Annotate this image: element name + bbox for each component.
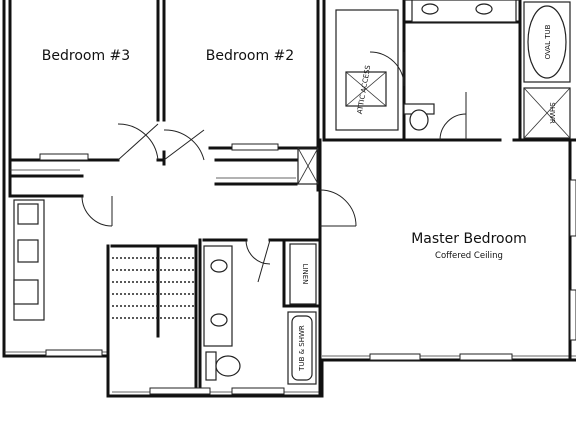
tub-shower-label: TUB & SHWR [298, 325, 306, 372]
master-bedroom-label: Master Bedroom [411, 231, 527, 247]
shower-label: SHWR [548, 102, 556, 124]
laundry-fixtures [13, 199, 45, 321]
master-bedroom-note: Coffered Ceiling [435, 251, 503, 261]
bedroom-3-label: Bedroom #3 [42, 48, 130, 64]
stair-treads [112, 257, 196, 319]
walls [2, 0, 576, 398]
hall-bath-fixtures [203, 243, 317, 385]
closet-rods [10, 147, 319, 185]
oval-tub-label: OVAL TUB [544, 24, 552, 59]
master-bath-fixtures [335, 0, 571, 139]
windows [39, 143, 576, 395]
linen-label: LINEN [301, 264, 309, 285]
bedroom-2-label: Bedroom #2 [206, 48, 294, 64]
door-swings [81, 51, 467, 283]
